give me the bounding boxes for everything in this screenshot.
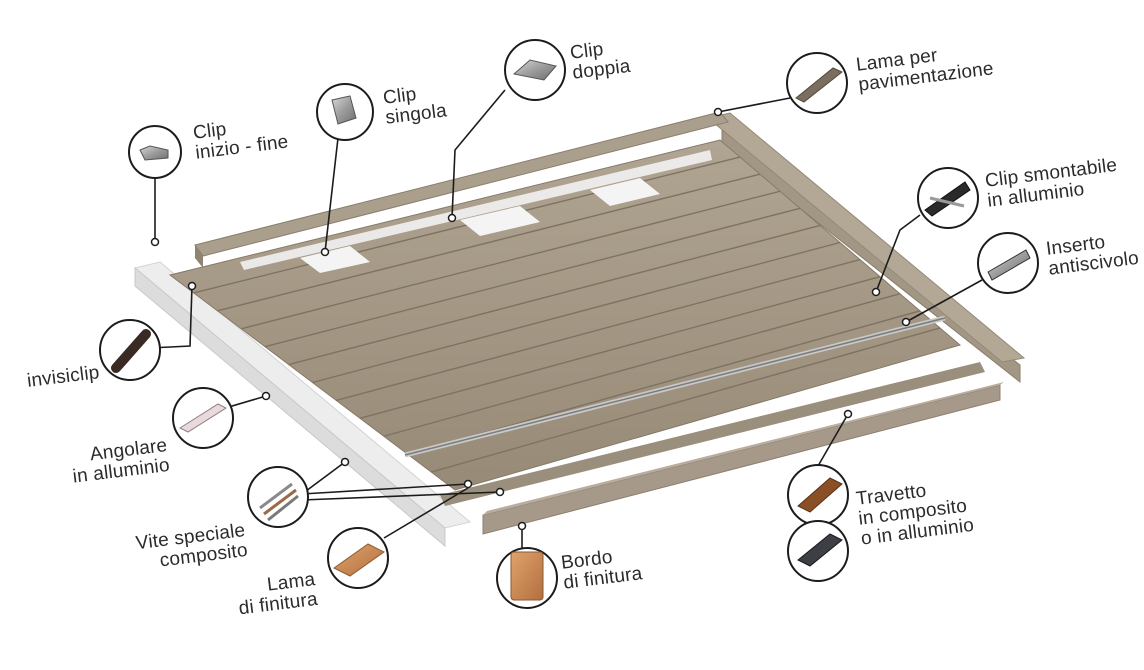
finishing-edge-icon — [496, 547, 558, 609]
board-seam — [264, 207, 801, 348]
clip-start-end-icon — [128, 125, 182, 179]
finishing-edge-board — [482, 382, 1004, 535]
board-seam — [217, 173, 761, 312]
invisiclip-icon — [99, 319, 161, 381]
joist-composite-icon — [787, 464, 849, 526]
board-seam — [288, 224, 821, 366]
callout-dots — [150, 107, 911, 531]
aluminium-angle-icon — [172, 387, 234, 449]
board-seam — [241, 190, 781, 330]
board-seam — [359, 275, 881, 420]
clip-single-icon — [316, 83, 374, 141]
anti-slip-strip — [404, 315, 946, 458]
anti-slip-insert-icon — [977, 232, 1039, 294]
board-seam — [336, 258, 861, 402]
finishing-board-icon — [327, 527, 389, 589]
board-seam — [383, 293, 901, 437]
board-seam — [312, 241, 841, 384]
aluminium-angle-frame — [133, 261, 472, 548]
clip-double-icon — [504, 39, 566, 101]
aluminium-clip-icon — [917, 167, 979, 229]
label-clip-double: Clip doppia — [569, 37, 632, 84]
label-clip-single: Clip singola — [382, 81, 448, 129]
deck-board-icon — [786, 52, 848, 114]
screws-icon — [247, 466, 309, 528]
callout-lines — [149, 89, 983, 548]
joist-aluminium-icon — [787, 520, 849, 582]
board-seam — [431, 327, 941, 473]
